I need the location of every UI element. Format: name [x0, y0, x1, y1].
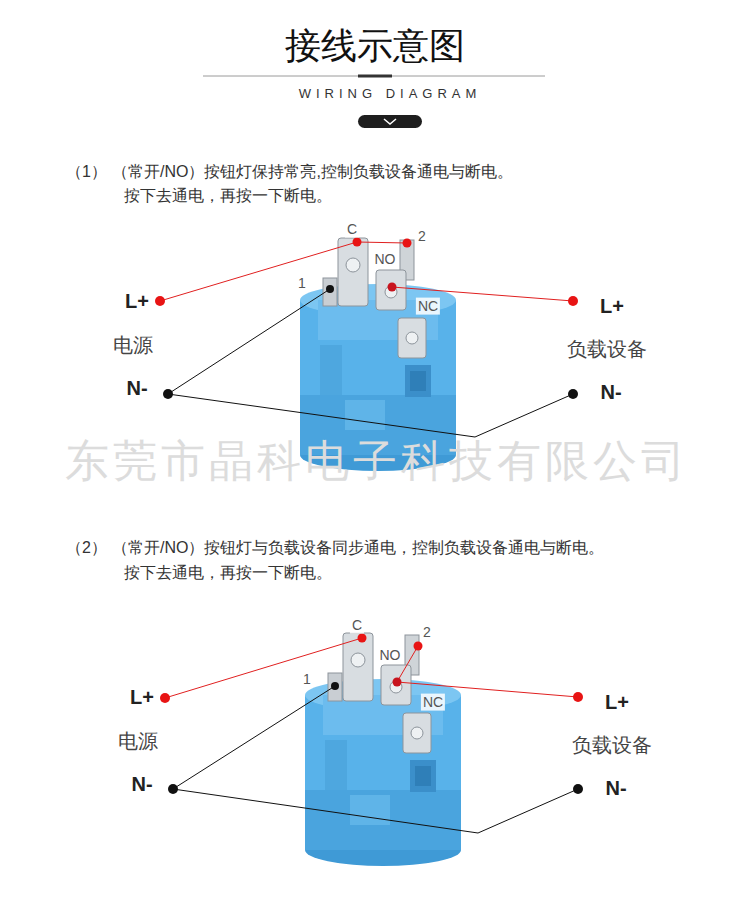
terminal-label: NO [373, 251, 398, 268]
chevron [384, 119, 396, 124]
pole-label: N- [126, 376, 147, 400]
button-body [305, 633, 461, 866]
step-number: （2） [66, 538, 107, 557]
step-text: 按下去通电，再按一下断电。 [124, 186, 332, 205]
title: 接线示意图 [285, 24, 465, 67]
pole-label: L+ [605, 690, 629, 714]
pole-label: N- [600, 380, 621, 404]
terminal-label: C [345, 221, 359, 238]
terminal-label: NC [416, 298, 440, 315]
load-label: 负载设备 [572, 733, 652, 757]
heading-rule-accent [358, 75, 392, 78]
step-text: 按下去通电，再按一下断电。 [124, 563, 332, 582]
pole-label: N- [131, 772, 152, 796]
step-text: （常开/NO）按钮灯保持常亮,控制负载设备通电与断电。 [112, 162, 513, 181]
chevron-pill [358, 115, 422, 128]
subtitle: WIRING DIAGRAM [299, 86, 482, 102]
step-text: （常开/NO）按钮灯与负载设备同步通电，控制负载设备通电与断电。 [112, 538, 604, 557]
source-label: 电源 [113, 333, 153, 357]
wires-1 [155, 238, 578, 438]
terminal-label: NO [378, 647, 403, 664]
terminal-label: 1 [301, 671, 313, 688]
terminal-label: NC [421, 694, 445, 711]
load-label: 负载设备 [567, 337, 647, 361]
terminal-label: 1 [296, 275, 308, 292]
wires-2 [160, 634, 583, 834]
source-label: 电源 [118, 729, 158, 753]
pole-label: L+ [130, 685, 154, 709]
step-number: （1） [66, 162, 107, 181]
pole-label: N- [605, 776, 626, 800]
terminal-label: 2 [421, 624, 433, 641]
terminal-label: 2 [416, 228, 428, 245]
watermark: 东莞市晶科电子科技有限公司 [65, 435, 689, 488]
heading-rule [203, 76, 545, 77]
pole-label: L+ [125, 289, 149, 313]
pole-label: L+ [600, 294, 624, 318]
terminal-label: C [350, 617, 364, 634]
